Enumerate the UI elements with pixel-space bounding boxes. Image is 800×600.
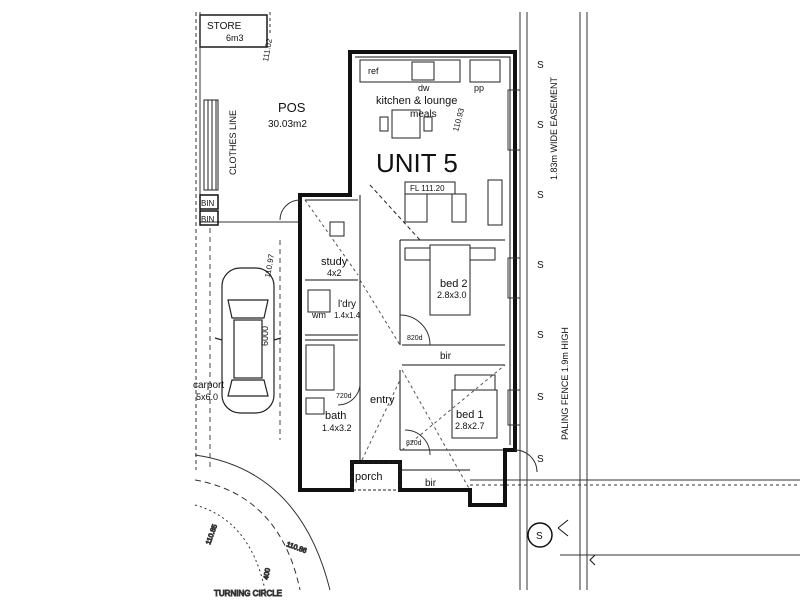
dw-label: dw	[418, 83, 430, 93]
bed1-door: 820d	[406, 440, 422, 447]
porch-label: porch	[355, 471, 383, 483]
bed1-size: 2.8x2.7	[455, 421, 485, 431]
sewer-mark: S	[537, 190, 544, 201]
unit-walls	[298, 50, 517, 507]
pos-area: 30.03m2	[268, 119, 307, 130]
car-dim: 6000	[260, 326, 270, 346]
bed1-room: bed 1 2.8x2.7 820d	[404, 374, 498, 456]
bed2-size: 2.8x3.0	[437, 290, 467, 300]
level-110-93: 110.93	[451, 107, 466, 133]
clothes-line: CLOTHES LINE	[203, 99, 238, 191]
ref-label: ref	[368, 66, 379, 76]
sewer-mark: S	[537, 60, 544, 71]
porch-area: porch	[351, 461, 401, 491]
store-area: STORE 6m3	[199, 14, 268, 48]
door-swings	[279, 89, 538, 473]
wm-label: wm	[311, 310, 326, 320]
bin-label-2: BIN	[201, 215, 215, 224]
bins: BIN BIN	[199, 194, 219, 226]
dining-table	[379, 109, 433, 139]
bath-room: bath 1.4x3.2 720d	[305, 344, 352, 433]
study-size: 4x2	[327, 268, 342, 278]
sewer-mark: S	[536, 531, 543, 542]
turning-circle: TURNING CIRCLE 110.85 110.86 400	[194, 454, 331, 599]
hall-diagonals	[359, 279, 506, 491]
laundry-room: wm l'dry 1.4x1.4	[307, 289, 361, 320]
bir-label-1: bir	[440, 351, 452, 362]
sewer-mark: S	[537, 260, 544, 271]
unit-title: UNIT 5	[376, 148, 458, 178]
carport: 6000 carport 5x6.0 110.97	[193, 228, 282, 470]
turning-circle-label: TURNING CIRCLE	[214, 589, 282, 598]
sewer-mark: S	[537, 454, 544, 465]
sewer-mark: S	[537, 392, 544, 403]
bath-size: 1.4x3.2	[322, 423, 352, 433]
bed2-room: bed 2 2.8x3.0 820d	[399, 244, 496, 346]
bed1-label: bed 1	[456, 409, 484, 421]
bin-label-1: BIN	[201, 199, 215, 208]
study-label: study	[321, 256, 348, 268]
level-110-85: 110.85	[205, 524, 219, 546]
sewer-mark: S	[537, 330, 544, 341]
study-room: study 4x2	[304, 199, 359, 278]
pos-label: POS	[278, 100, 306, 115]
bed2-label: bed 2	[440, 278, 468, 290]
level-111-02: 111.02	[261, 37, 274, 62]
entry-label: entry	[370, 394, 395, 406]
bath-door: 720d	[336, 393, 352, 400]
store-size: 6m3	[226, 33, 244, 43]
carport-label: carport	[193, 380, 224, 391]
floor-level: FL 111.20	[410, 184, 445, 193]
easement-label: 1.83m WIDE EASEMENT	[549, 76, 559, 180]
dim-400: 400	[263, 568, 272, 581]
level-110-97: 110.97	[263, 253, 276, 279]
kitchen-lounge: ref dw pp kitchen & lounge meals 110.93 …	[359, 59, 503, 241]
laundry-size: 1.4x1.4	[334, 311, 361, 320]
bir-label-2: bir	[425, 478, 437, 489]
meals-label: meals	[410, 109, 437, 120]
fence-label: PALING FENCE 1.9m HIGH	[560, 327, 570, 440]
bath-label: bath	[325, 410, 346, 422]
bed2-door: 820d	[407, 335, 423, 342]
sewer-mark: S	[537, 120, 544, 131]
sewer-markers: S S S S S S S S	[527, 60, 596, 566]
store-label: STORE	[207, 21, 242, 32]
carport-size: 5x6.0	[196, 392, 218, 402]
lounge-furniture: FL 111.20	[369, 179, 503, 241]
laundry-label: l'dry	[338, 299, 356, 310]
car-icon	[214, 267, 282, 414]
pp-label: pp	[474, 83, 484, 93]
clothes-line-label: CLOTHES LINE	[228, 110, 238, 175]
kitchen-label: kitchen & lounge	[376, 95, 457, 107]
